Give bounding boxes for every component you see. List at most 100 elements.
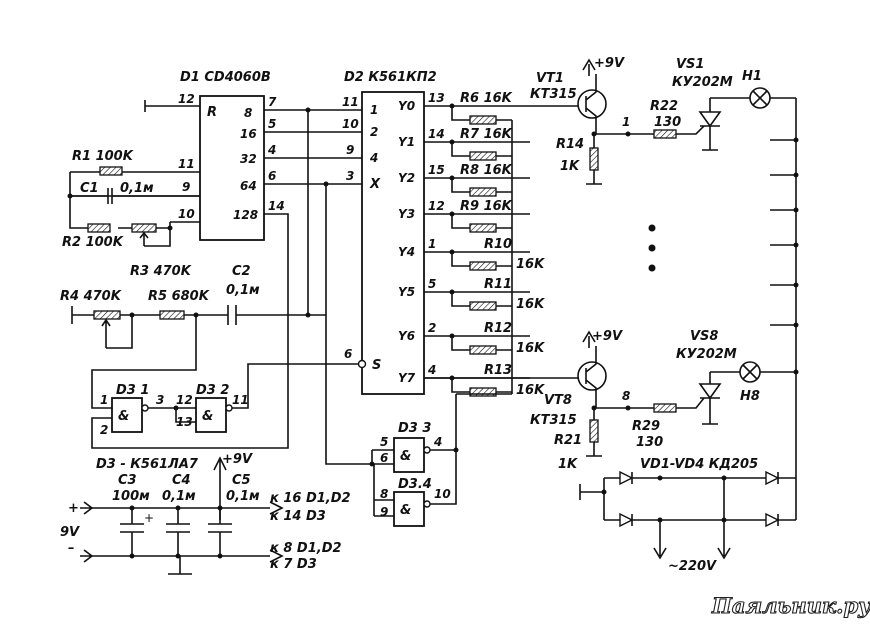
resistor-r22 (653, 129, 677, 139)
vt8-label: VT8 (544, 393, 572, 408)
gate3-pin5: 5 (380, 435, 388, 449)
d1-pin-11: 11 (178, 157, 195, 171)
resistor-r12 (469, 345, 497, 355)
gate4-pin8: 8 (380, 487, 388, 501)
r7-label: R7 16K (460, 127, 513, 142)
diode-bridge: VD1-VD4 КД205 ~220V (579, 457, 796, 574)
r22-label: R22 (650, 99, 678, 114)
c3-value: 100м (112, 489, 150, 504)
gate4-label: D3.4 (398, 477, 432, 492)
resistor-r6 (469, 115, 497, 125)
d2-s-label: S (372, 358, 381, 373)
resistor-r5 (159, 310, 185, 320)
d2-x-label: X (369, 177, 381, 192)
r-row6-wire (451, 336, 512, 351)
r12-value: 16K (516, 341, 545, 356)
d1-q128-label: 128 (233, 208, 258, 222)
d2-y4-label: Y4 (398, 245, 415, 259)
d1-title: D1 CD4060B (180, 70, 271, 85)
chip-d1: D1 CD4060B R 8 16 32 64 128 12 11 9 10 7… (70, 70, 362, 449)
d1-pin-12: 12 (178, 92, 195, 106)
gate4-pin9: 9 (380, 505, 388, 519)
r-row4-wire (451, 252, 512, 267)
c5-value: 0,1м (226, 489, 260, 504)
d1-q16-label: 16 (240, 127, 257, 141)
vs1-label: VS1 (676, 57, 704, 72)
d2-y3-label: Y3 (398, 207, 415, 221)
d2-pin-3: 3 (346, 169, 354, 183)
vt8-type: КТ315 (530, 413, 577, 428)
c1-label: C1 (80, 181, 99, 196)
r14-value: 1K (560, 159, 580, 174)
vt1-supply: +9V (594, 56, 625, 71)
resistor-r13 (469, 387, 497, 397)
r5-label: R5 680K (148, 289, 210, 304)
d2-y5-pin: 5 (428, 277, 436, 291)
r13-value: 16K (516, 383, 545, 398)
gate2-pin11: 11 (232, 393, 249, 407)
oscillator-network: R1 100K C1 0,1м R2 100K R3 470K (62, 149, 200, 279)
resistor-r8 (469, 187, 497, 197)
gate3-pin4: 4 (433, 435, 442, 449)
gate3-pin6: 6 (380, 451, 388, 465)
r9-label: R9 16K (460, 199, 513, 214)
resistor-r3 (131, 223, 157, 233)
r13-label: R13 (484, 363, 512, 378)
output-channel-1: +9V VT1 КТ315 R14 1K 1 R22 130 VS1 КУ202… (530, 56, 796, 185)
d2-y0-label: Y0 (398, 99, 415, 113)
gate3-label: D3 3 (398, 421, 431, 436)
r8-label: R8 16K (460, 163, 513, 178)
vd-label: VD1-VD4 КД205 (640, 457, 758, 472)
supply-minus-sign: – (68, 541, 75, 556)
d2-y6-label: Y6 (398, 329, 415, 343)
r22-value: 130 (654, 115, 681, 130)
resistor-r10 (469, 261, 497, 271)
resistor-r29 (653, 403, 677, 413)
d1-pin-6: 6 (268, 169, 276, 183)
d2-in1-label: 1 (370, 103, 378, 117)
d2-y5-label: Y5 (398, 285, 415, 299)
gate1-label: D3 1 (116, 383, 149, 398)
r29-value: 130 (636, 435, 663, 450)
r11-label: R11 (484, 277, 512, 292)
d1-pin-7: 7 (268, 95, 277, 109)
r-row5-wire (451, 292, 512, 307)
gate2-symbol: & (202, 409, 213, 424)
gate1-pin1: 1 (100, 393, 108, 407)
r-row0-wire (451, 106, 512, 121)
d2-y1-pin: 14 (428, 127, 445, 141)
resistor-r14 (589, 147, 599, 171)
d2-pin-9: 9 (346, 143, 354, 157)
resistor-r9 (469, 223, 497, 233)
d2-y7-label: Y7 (398, 371, 416, 385)
r14-label: R14 (556, 137, 584, 152)
c4-label: C4 (172, 473, 191, 488)
d2-pin-11: 11 (342, 95, 359, 109)
resistor-r7 (469, 151, 497, 161)
power-supply: D3 - К561ЛА7 +9V + – 9V + C3 100м C4 0,1… (60, 452, 351, 575)
d1-pin-5: 5 (268, 117, 276, 131)
node-8: 8 (622, 389, 630, 403)
r21-value: 1K (558, 457, 578, 472)
d1-pin-14: 14 (268, 199, 285, 213)
resistor-r21 (589, 419, 599, 443)
minus-target-1: к 8 D1,D2 (270, 541, 342, 556)
d2-y4-pin: 1 (428, 237, 436, 251)
d2-y3-pin: 12 (428, 199, 445, 213)
c3-label: C3 (118, 473, 137, 488)
resistor-r11 (469, 301, 497, 311)
vt8-supply: +9V (592, 329, 623, 344)
timer-network: R4 470K R5 680K C2 0,1м (60, 264, 326, 409)
vs8-type: КУ202М (676, 347, 737, 362)
d2-y2-pin: 15 (428, 163, 445, 177)
d2-y1-label: Y1 (398, 135, 415, 149)
r-row2-wire (451, 178, 512, 193)
gate4-pin10: 10 (434, 487, 451, 501)
r4-label: R4 470K (60, 289, 122, 304)
svg-text:+: + (144, 511, 154, 525)
d3-type-note: D3 - К561ЛА7 (96, 457, 199, 472)
r12-label: R12 (484, 321, 512, 336)
mains-label: ~220V (668, 559, 717, 574)
